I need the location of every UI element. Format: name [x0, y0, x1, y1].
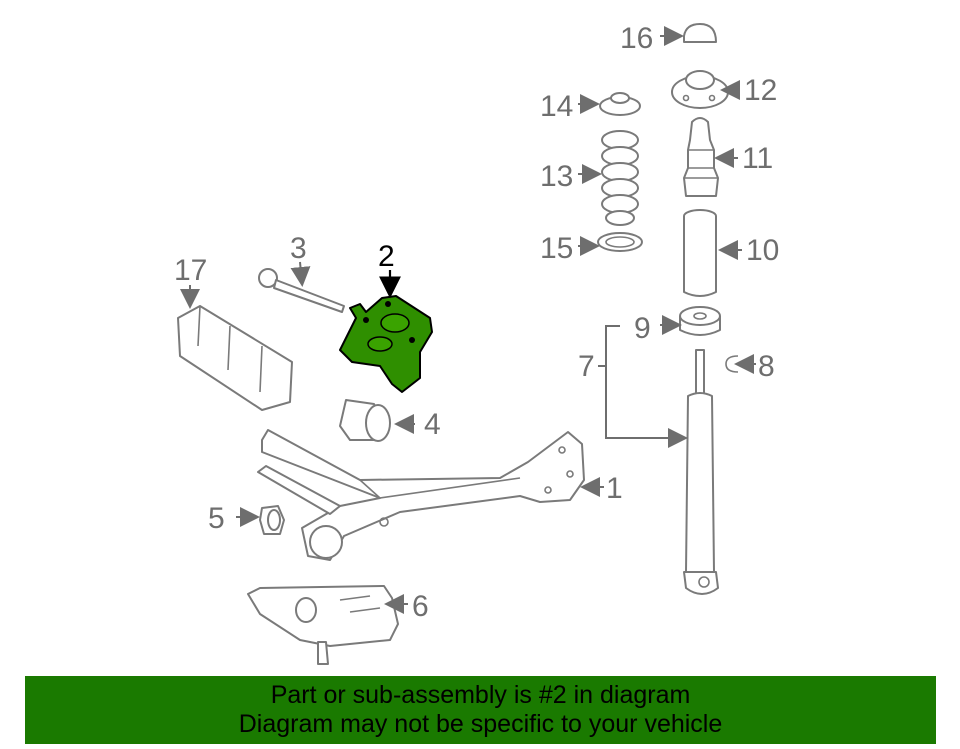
- callout-7: 7: [578, 350, 595, 383]
- part-10-dust-boot: [683, 209, 742, 297]
- part-3-bolt: [258, 261, 345, 313]
- part-12-upper-mount: [671, 70, 740, 109]
- callout-10: 10: [746, 234, 779, 267]
- callout-5: 5: [208, 502, 225, 535]
- banner-line-1: Part or sub-assembly is #2 in diagram: [270, 681, 691, 709]
- part-7-shock-absorber: [598, 325, 719, 595]
- part-15-seat-ring: [578, 232, 643, 256]
- callout-15: 15: [540, 232, 573, 265]
- callout-2: 2: [378, 240, 395, 273]
- part-11-bump-stop: [683, 117, 738, 197]
- part-13-coil-spring: [578, 130, 639, 226]
- part-5-bushing: [236, 505, 285, 535]
- callout-14: 14: [540, 90, 573, 123]
- part-9-washer: [660, 306, 721, 336]
- banner-line-2: Diagram may not be specific to your vehi…: [238, 710, 723, 738]
- part-16-cap: [660, 23, 717, 46]
- callout-9: 9: [634, 312, 651, 345]
- callout-13: 13: [540, 160, 573, 193]
- callout-8: 8: [758, 350, 775, 383]
- part-6-shield: [247, 585, 408, 665]
- callout-11: 11: [742, 142, 773, 175]
- callout-4: 4: [424, 408, 441, 441]
- info-banner: Part or sub-assembly is #2 in diagram Di…: [25, 676, 936, 744]
- callout-3: 3: [290, 232, 307, 265]
- part-2-mount: [339, 270, 433, 393]
- part-8-clip: [725, 354, 756, 374]
- callout-17: 17: [174, 254, 207, 287]
- part-4-bushing: [339, 399, 415, 442]
- part-17-bracket: [177, 285, 293, 411]
- part-1-axle-beam: [257, 429, 604, 561]
- callout-1: 1: [606, 472, 623, 505]
- parts-diagram: 1 2 3 4 5 6 7 8 9 10 11 12 13 14 15 16 1…: [174, 22, 779, 665]
- callout-6: 6: [412, 590, 429, 623]
- part-14-spring-seat: [578, 92, 641, 116]
- callout-16: 16: [620, 22, 653, 55]
- callout-12: 12: [744, 74, 777, 107]
